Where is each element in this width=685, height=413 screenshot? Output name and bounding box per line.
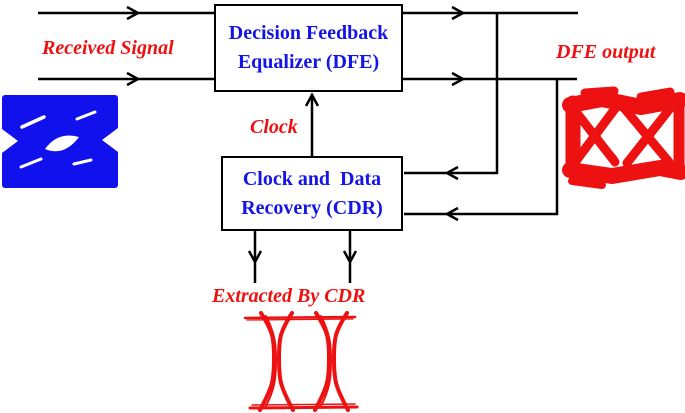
arrowheads xyxy=(126,5,466,265)
dfe-block: Decision Feedback Equalizer (DFE) xyxy=(214,4,403,92)
cdr-block: Clock and Data Recovery (CDR) xyxy=(221,156,403,231)
received-signal-eye-diagram xyxy=(2,95,118,188)
arrow-left-icon xyxy=(444,206,459,222)
received-signal-label: Received Signal xyxy=(42,37,174,59)
arrow-left-icon xyxy=(444,165,459,181)
dfe-block-label-line1: Decision Feedback xyxy=(228,22,389,44)
extracted-by-cdr-label: Extracted By CDR xyxy=(212,285,366,307)
arrow-right-icon xyxy=(451,71,466,87)
dfe-block-label-line2: Equalizer (DFE) xyxy=(237,51,380,73)
arrow-down-icon xyxy=(247,250,263,265)
arrow-right-icon xyxy=(126,5,141,21)
feedback-wire-2 xyxy=(404,79,559,216)
arrow-down-icon xyxy=(342,250,358,265)
feedback-wire-1 xyxy=(404,13,499,175)
extracted-clock-eye-diagram xyxy=(243,311,359,412)
arrow-right-icon xyxy=(126,71,141,87)
wires xyxy=(38,11,578,283)
cdr-block-label-line1: Clock and Data xyxy=(242,167,382,190)
clock-label: Clock xyxy=(250,116,298,138)
arrow-up-icon xyxy=(304,92,320,107)
dfe-output-eye-diagram xyxy=(562,86,685,189)
cdr-block-label-line2: Recovery (CDR) xyxy=(241,196,383,219)
dfe-output-label: DFE output xyxy=(556,41,656,63)
arrow-right-icon xyxy=(451,5,466,21)
